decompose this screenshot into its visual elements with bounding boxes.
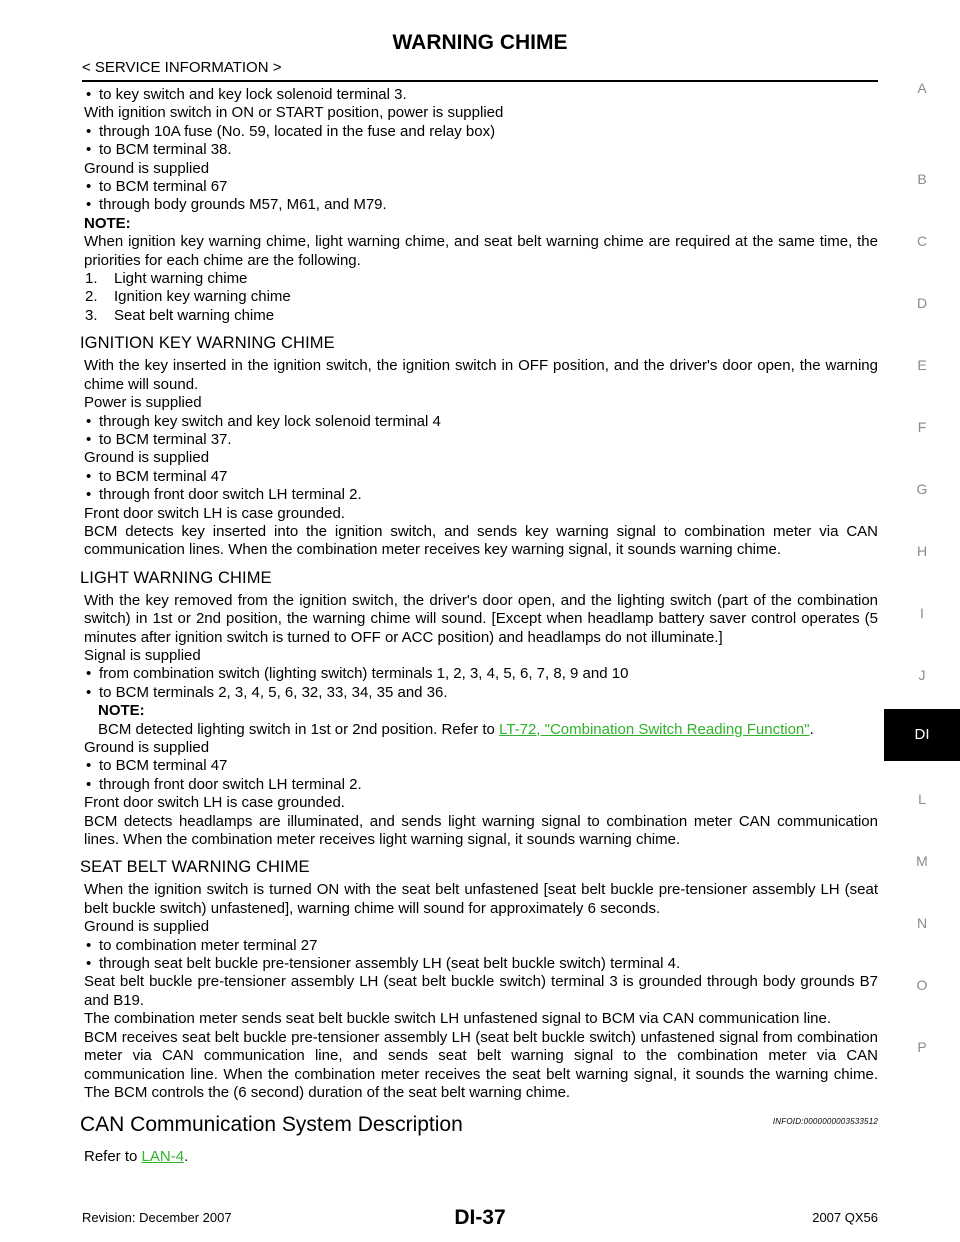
paragraph: Power is supplied [84,394,202,412]
paragraph: BCM receives seat belt buckle pre-tensio… [84,1028,878,1101]
vehicle-model: 2007 QX56 [812,1210,878,1225]
section-index-i[interactable]: I [920,605,924,621]
section-index-e[interactable]: E [917,357,927,373]
bullet-item: to BCM terminal 37. [84,431,878,450]
paragraph: When the ignition switch is turned ON wi… [84,881,878,917]
paragraph: Ground is supplied [84,739,210,756]
bullet-item: to BCM terminal 38. [84,141,878,160]
paragraph: When ignition key warning chime, light w… [84,233,878,269]
note-end: . [809,720,814,738]
priority-text: Ignition key warning chime [114,288,291,306]
header-rule [82,80,878,82]
paragraph: With the key removed from the ignition s… [84,591,878,646]
bullet-item: through body grounds M57, M61, and M79. [84,196,878,215]
bullet-item: to key switch and key lock solenoid term… [84,86,878,105]
bullet-item: from combination switch (lighting switch… [84,665,878,684]
page-title: WARNING CHIME [392,31,568,54]
priority-number: 3. [85,306,98,324]
paragraph: Front door switch LH is case grounded. [84,504,345,522]
revision-date: Revision: December 2007 [82,1210,232,1225]
main-content: to key switch and key lock solenoid term… [80,86,878,1167]
section-index-l[interactable]: L [918,791,926,807]
refer-end: . [184,1148,189,1166]
section-index-d[interactable]: D [916,295,928,311]
paragraph: Ground is supplied [84,918,210,936]
info-id: INFOID:0000000003533512 [772,1117,878,1127]
page-subtitle: < SERVICE INFORMATION > [82,59,282,76]
section-index-f[interactable]: F [917,419,927,435]
note-text: BCM detected lighting switch in 1st or 2… [84,721,878,739]
bullet-item: through key switch and key lock solenoid… [84,413,878,432]
section-index-m[interactable]: M [916,853,928,869]
paragraph: Seat belt buckle pre-tensioner assembly … [84,973,878,1009]
section-heading-ignition: IGNITION KEY WARNING CHIME [80,334,335,353]
refer-text: Refer to [84,1148,142,1166]
paragraph: Ground is supplied [84,449,210,467]
can-heading-text: CAN Communication System Description [80,1113,463,1137]
section-heading-can: CAN Communication System Description INF… [80,1112,878,1138]
page-number: DI-37 [454,1206,506,1229]
paragraph: Front door switch LH is case grounded. [84,794,345,812]
priority-item: 2. Ignition key warning chime [84,288,878,306]
paragraph: With the key inserted in the ignition sw… [84,357,878,393]
priority-item: 3. Seat belt warning chime [84,307,878,325]
section-heading-seatbelt: SEAT BELT WARNING CHIME [80,858,310,877]
priority-text: Seat belt warning chime [114,306,275,324]
note-body: BCM detected lighting switch in 1st or 2… [98,720,500,738]
section-index-h[interactable]: H [916,543,928,559]
priority-text: Light warning chime [114,270,248,288]
page-header: WARNING CHIME < SERVICE INFORMATION > [82,30,878,77]
bullet-item: to BCM terminals 2, 3, 4, 5, 6, 32, 33, … [84,684,878,703]
reference-link-lt72[interactable]: LT-72, "Combination Switch Reading Funct… [499,720,810,738]
paragraph: BCM detects key inserted into the igniti… [84,522,878,559]
bullet-item: through 10A fuse (No. 59, located in the… [84,123,878,142]
paragraph: BCM detects headlamps are illuminated, a… [84,812,878,849]
bullet-item: to combination meter terminal 27 [84,937,878,956]
priority-item: 1. Light warning chime [84,270,878,288]
section-index-o[interactable]: O [916,977,928,993]
note-label: NOTE: [84,214,131,232]
bullet-item: through front door switch LH terminal 2. [84,486,878,505]
bullet-item: to BCM terminal 47 [84,468,878,487]
section-index-di-active[interactable]: DI [884,709,960,761]
reference-link-lan4[interactable]: LAN-4 [141,1148,185,1166]
section-index-n[interactable]: N [916,915,928,931]
bullet-item: to BCM terminal 47 [84,757,878,776]
bullet-item: through seat belt buckle pre-tensioner a… [84,955,878,974]
bullet-item: to BCM terminal 67 [84,178,878,197]
paragraph: The combination meter sends seat belt bu… [84,1010,832,1028]
priority-number: 2. [85,288,98,306]
paragraph: Ground is supplied [84,159,210,177]
priority-number: 1. [85,270,98,288]
page-footer: Revision: December 2007 DI-37 2007 QX56 [82,1206,878,1230]
paragraph: Signal is supplied [84,646,201,664]
paragraph: With ignition switch in ON or START posi… [84,104,504,122]
section-index-g[interactable]: G [916,481,928,497]
note-label: NOTE: [98,702,145,720]
section-index-p[interactable]: P [917,1039,927,1055]
paragraph: Refer to LAN-4. [84,1148,878,1166]
section-index-c[interactable]: C [916,233,928,249]
section-index-b[interactable]: B [917,171,927,187]
section-heading-light: LIGHT WARNING CHIME [80,568,272,587]
section-index-j[interactable]: J [918,667,926,683]
section-index-a[interactable]: A [917,80,927,96]
bullet-item: through front door switch LH terminal 2. [84,776,878,795]
